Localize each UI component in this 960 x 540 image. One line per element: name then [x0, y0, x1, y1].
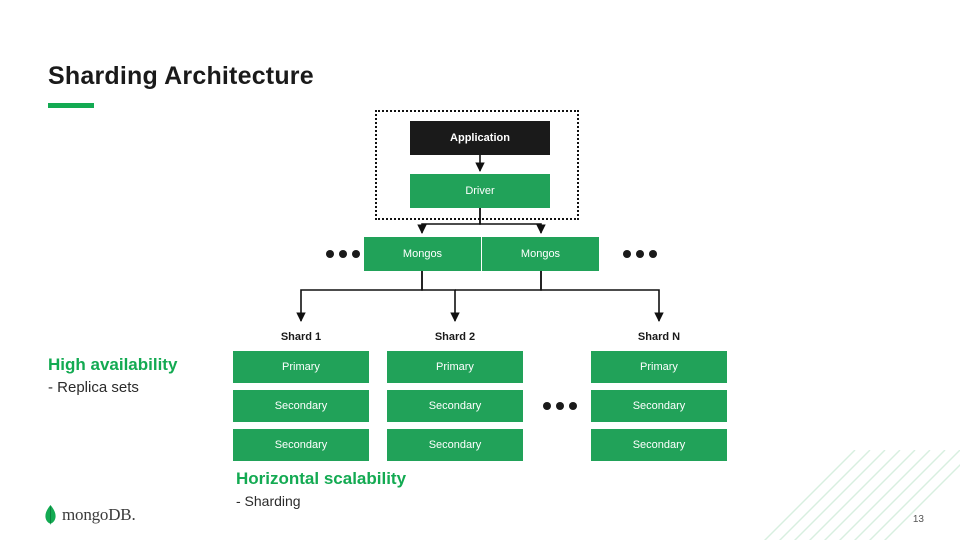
shard-n-secondary-1: Secondary — [591, 390, 727, 422]
ellipsis-left-icon — [326, 250, 360, 258]
shard-1-secondary-2: Secondary — [233, 429, 369, 461]
application-box: Application — [410, 121, 550, 155]
high-availability-title: High availability — [48, 355, 178, 374]
mongos-box-2: Mongos — [482, 237, 599, 271]
corner-decoration — [730, 450, 960, 540]
shard-2-secondary-1: Secondary — [387, 390, 523, 422]
high-availability-subtitle: - Replica sets — [48, 379, 139, 396]
shard-1-secondary-1: Secondary — [233, 390, 369, 422]
shard-1-primary: Primary — [233, 351, 369, 383]
horizontal-scalability-title: Horizontal scalability — [236, 469, 407, 488]
driver-box: Driver — [410, 174, 550, 208]
shard-label-n: Shard N — [637, 331, 681, 343]
mongodb-leaf-icon — [44, 505, 57, 525]
mongodb-wordmark: mongoDB. — [62, 505, 136, 524]
horizontal-scalability-subtitle: - Sharding — [236, 493, 301, 509]
shard-label-2: Shard 2 — [434, 331, 476, 343]
shard-2-primary: Primary — [387, 351, 523, 383]
ellipsis-middle-icon — [543, 402, 577, 410]
shard-n-primary: Primary — [591, 351, 727, 383]
page-number: 13 — [912, 514, 924, 525]
shard-2-secondary-2: Secondary — [387, 429, 523, 461]
ellipsis-right-icon — [623, 250, 657, 258]
title-underline — [48, 103, 94, 108]
mongodb-logo: mongoDB. — [44, 505, 136, 525]
page-title: Sharding Architecture — [48, 62, 314, 90]
shard-label-1: Shard 1 — [280, 331, 322, 343]
app-driver-group-boundary — [375, 110, 579, 220]
shard-n-secondary-2: Secondary — [591, 429, 727, 461]
mongos-box-1: Mongos — [364, 237, 481, 271]
